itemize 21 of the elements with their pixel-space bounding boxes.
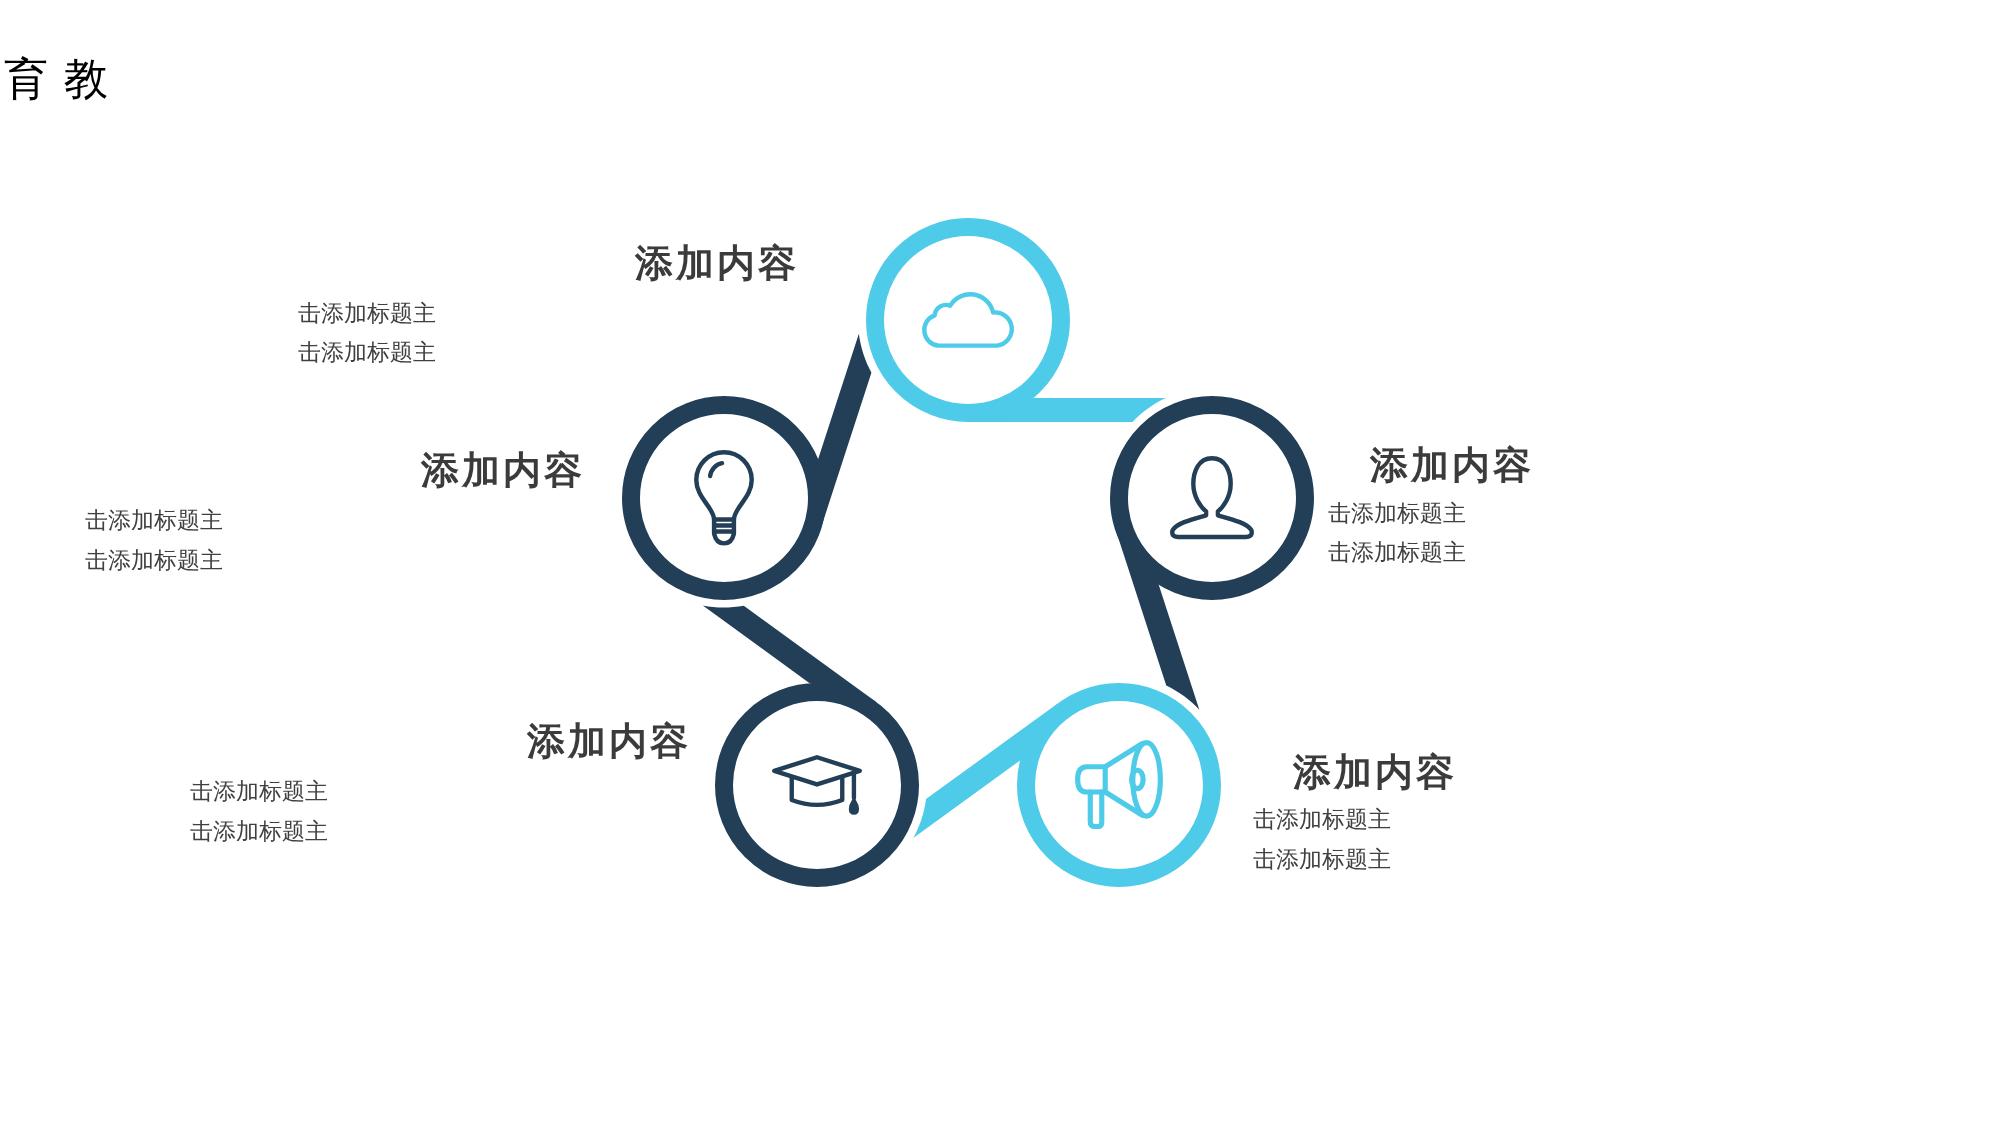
description-text: 击添加标题主 [85, 506, 223, 534]
description-text: 击添加标题主 [1328, 538, 1466, 566]
node-heading: 添加内容 [1370, 443, 1534, 487]
description-text: 击添加标题主 [1253, 845, 1391, 873]
description-text: 击添加标题主 [298, 338, 436, 366]
description-text: 击添加标题主 [190, 817, 328, 845]
node-heading: 添加内容 [421, 448, 585, 492]
title: 育 教 [4, 55, 108, 103]
description-text: 击添加标题主 [1328, 499, 1466, 527]
circle-node [1110, 395, 1315, 600]
description-text: 击添加标题主 [85, 546, 223, 574]
circle-node [714, 682, 919, 887]
node-heading: 添加内容 [1293, 750, 1457, 794]
description-text: 击添加标题主 [1253, 805, 1391, 833]
circle-node [621, 395, 826, 600]
circle-node [1017, 682, 1222, 887]
description-text: 击添加标题主 [298, 299, 436, 327]
circle-node [866, 218, 1070, 422]
node-heading: 添加内容 [527, 719, 691, 763]
description-text: 击添加标题主 [190, 777, 328, 805]
node-heading: 添加内容 [635, 241, 799, 285]
